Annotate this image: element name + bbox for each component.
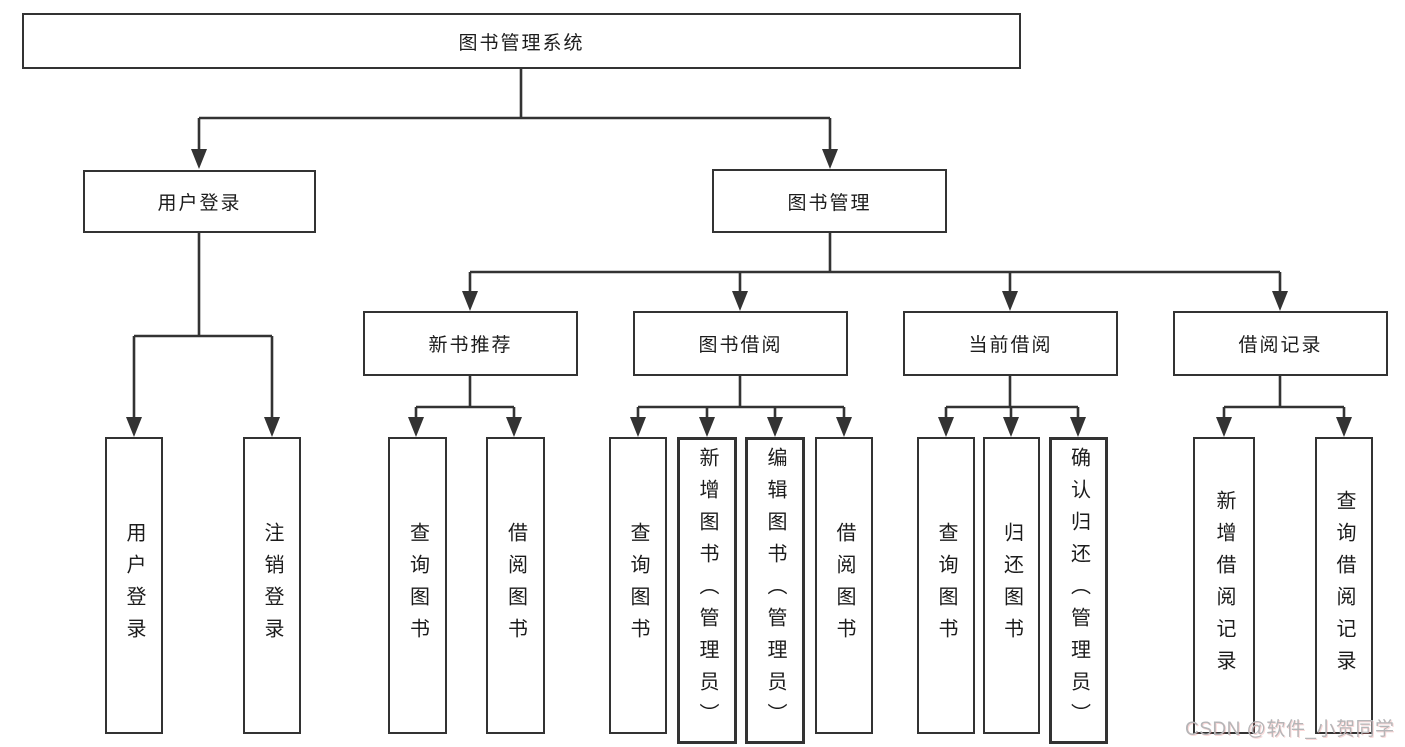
node-book-management: 图书管理 xyxy=(712,169,947,233)
leaf-borrow-books: 借阅图书 xyxy=(815,437,873,734)
leaf-user-login: 用户登录 xyxy=(105,437,163,734)
csdn-watermark: CSDN @软件_小贺同学 xyxy=(1185,719,1395,740)
leaf-confirm-return-admin: 确认归还（管理员） xyxy=(1049,437,1108,744)
node-borrow-records: 借阅记录 xyxy=(1173,311,1388,376)
leaf-logout: 注销登录 xyxy=(243,437,301,734)
leaf-edit-books-admin: 编辑图书（管理员） xyxy=(745,437,805,744)
leaf-add-borrow-record: 新增借阅记录 xyxy=(1193,437,1255,734)
leaf-query-books-current: 查询图书 xyxy=(917,437,975,734)
leaf-borrow-books-recommend: 借阅图书 xyxy=(486,437,545,734)
leaf-query-books-recommend: 查询图书 xyxy=(388,437,447,734)
arrowheads xyxy=(126,149,1352,437)
leaf-query-books-borrow: 查询图书 xyxy=(609,437,667,734)
node-root-system: 图书管理系统 xyxy=(22,13,1021,69)
leaf-query-borrow-record: 查询借阅记录 xyxy=(1315,437,1373,734)
leaf-return-books: 归还图书 xyxy=(983,437,1040,734)
node-book-borrow: 图书借阅 xyxy=(633,311,848,376)
leaf-add-books-admin: 新增图书（管理员） xyxy=(677,437,737,744)
node-current-borrow: 当前借阅 xyxy=(903,311,1118,376)
node-new-book-recommend: 新书推荐 xyxy=(363,311,578,376)
node-user-login: 用户登录 xyxy=(83,170,316,233)
